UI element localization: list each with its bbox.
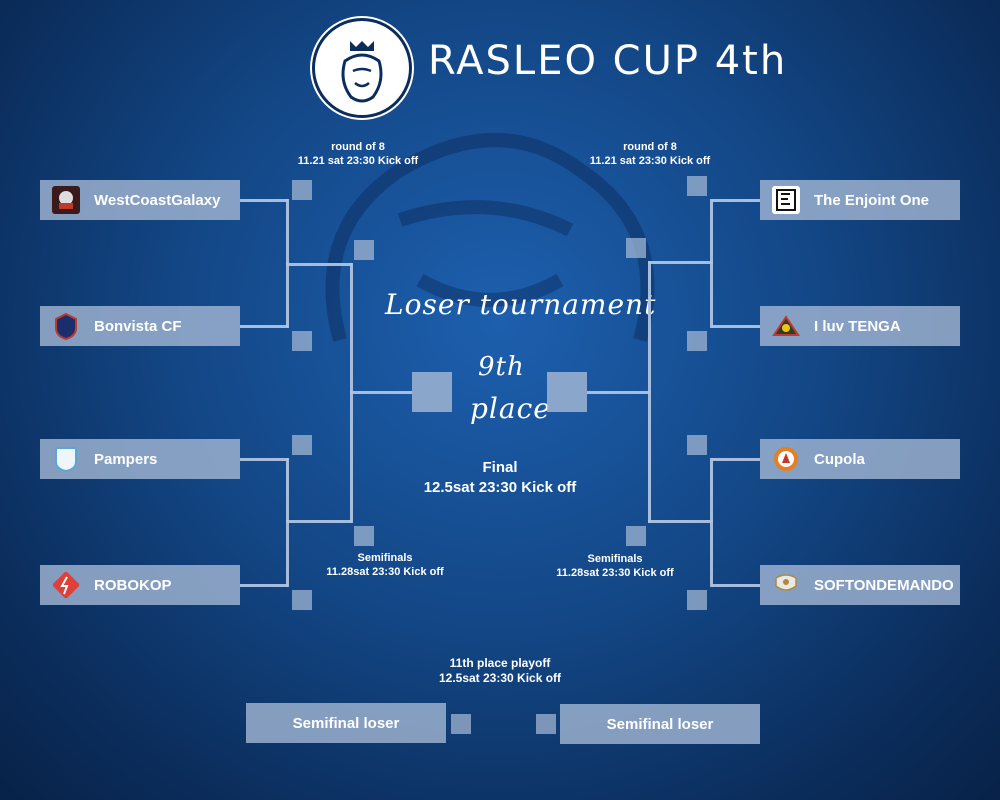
cupola-logo-icon <box>772 445 800 473</box>
score-box[interactable] <box>687 176 707 196</box>
league-logo <box>312 18 412 118</box>
team-softondemando[interactable]: SOFTONDEMANDO <box>760 565 960 605</box>
final-score-box-right[interactable] <box>547 372 587 412</box>
bracket-line <box>712 458 760 461</box>
team-name: WestCoastGalaxy <box>94 191 221 209</box>
bracket-line <box>712 325 760 328</box>
iluv-tenga-logo-icon <box>772 312 800 340</box>
score-box[interactable] <box>687 435 707 455</box>
cup-title: RASLEO CUP 4th <box>428 38 788 84</box>
playoff-slot-right[interactable]: Semifinal loser <box>560 704 760 744</box>
bracket-line <box>587 391 650 394</box>
pampers-logo-icon <box>52 445 80 473</box>
score-box[interactable] <box>687 331 707 351</box>
score-box[interactable] <box>292 435 312 455</box>
team-westcoastgalaxy[interactable]: WestCoastGalaxy <box>40 180 240 220</box>
score-box[interactable] <box>354 526 374 546</box>
score-box[interactable] <box>292 331 312 351</box>
bracket-line <box>240 584 288 587</box>
team-name: SOFTONDEMANDO <box>814 576 954 594</box>
enjoint-one-logo-icon <box>772 186 800 214</box>
team-name: Bonvista CF <box>94 317 182 335</box>
westcoastgalaxy-logo-icon <box>52 186 80 214</box>
bracket-line <box>648 520 713 523</box>
ninth-place-line2: place <box>470 392 551 425</box>
score-box[interactable] <box>626 526 646 546</box>
bracket-line <box>648 261 713 264</box>
ninth-place-line1: 9th <box>478 352 525 382</box>
softondemando-logo-icon <box>772 571 800 599</box>
robokop-logo-icon <box>52 571 80 599</box>
score-box[interactable] <box>687 590 707 610</box>
bonvista-logo-icon <box>52 312 80 340</box>
team-cupola[interactable]: Cupola <box>760 439 960 479</box>
score-box[interactable] <box>354 240 374 260</box>
bracket-line <box>240 458 288 461</box>
team-name: I luv TENGA <box>814 317 901 335</box>
team-name: The Enjoint One <box>814 191 929 209</box>
team-the-enjoint-one[interactable]: The Enjoint One <box>760 180 960 220</box>
bracket-line <box>712 584 760 587</box>
score-box[interactable] <box>292 590 312 610</box>
bracket-line <box>286 520 352 523</box>
playoff-slot-left[interactable]: Semifinal loser <box>246 703 446 743</box>
final-score-box-left[interactable] <box>412 372 452 412</box>
loser-tournament-title: Loser tournament <box>385 288 657 321</box>
team-bonvista-cf[interactable]: Bonvista CF <box>40 306 240 346</box>
team-name: Pampers <box>94 450 158 468</box>
bracket-line <box>350 391 412 394</box>
lion-crest-icon <box>341 41 383 103</box>
team-name: Cupola <box>814 450 865 468</box>
bracket-line <box>712 199 760 202</box>
team-pampers[interactable]: Pampers <box>40 439 240 479</box>
score-box[interactable] <box>451 714 471 734</box>
team-i-luv-tenga[interactable]: I luv TENGA <box>760 306 960 346</box>
team-name: ROBOKOP <box>94 576 172 594</box>
score-box[interactable] <box>536 714 556 734</box>
bracket-line <box>240 199 288 202</box>
score-box[interactable] <box>292 180 312 200</box>
score-box[interactable] <box>626 238 646 258</box>
bracket-line <box>240 325 288 328</box>
team-robokop[interactable]: ROBOKOP <box>40 565 240 605</box>
bracket-line <box>286 263 352 266</box>
